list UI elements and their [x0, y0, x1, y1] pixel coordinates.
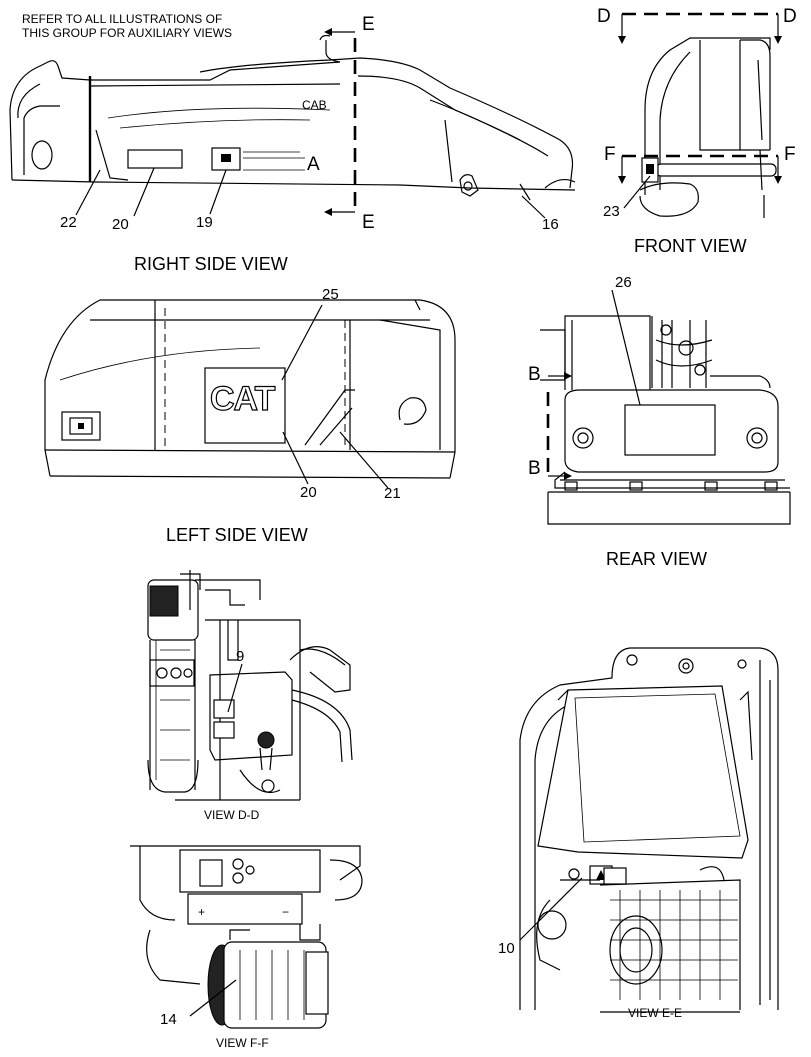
view-d-d-drawing [147, 570, 353, 801]
right-side-view-drawing [9, 28, 576, 219]
section-f-right: F [784, 144, 796, 165]
section-a: A [307, 154, 320, 175]
callout-14: 14 [160, 1011, 177, 1028]
callout-26: 26 [615, 274, 632, 291]
left-side-view-title: LEFT SIDE VIEW [166, 525, 308, 545]
cat-logo-decal: CAT [209, 379, 276, 418]
section-b-bottom: B [528, 458, 541, 479]
section-e-top: E [362, 14, 375, 35]
section-e-bottom: E [362, 212, 375, 233]
cab-label: CAB [302, 98, 327, 112]
front-view-drawing [618, 12, 782, 218]
section-b-top: B [528, 364, 541, 385]
front-view-title: FRONT VIEW [634, 236, 747, 256]
instruction-note: REFER TO ALL ILLUSTRATIONS OF THIS GROUP… [22, 12, 282, 40]
callout-10: 10 [498, 940, 515, 957]
note-line-1: REFER TO ALL ILLUSTRATIONS OF [22, 12, 223, 26]
minus-terminal-mark: − [282, 905, 289, 919]
right-side-view-title: RIGHT SIDE VIEW [134, 254, 288, 274]
callout-19: 19 [196, 214, 213, 231]
left-side-view-drawing [44, 299, 456, 489]
rear-view-drawing [540, 289, 791, 525]
section-d-left: D [597, 6, 611, 27]
note-line-2: THIS GROUP FOR AUXILIARY VIEWS [22, 26, 233, 40]
view-d-d-title: VIEW D-D [204, 808, 260, 822]
view-e-e-title: VIEW E-E [628, 1006, 683, 1020]
callout-16: 16 [542, 216, 559, 233]
callout-23: 23 [603, 203, 620, 220]
callout-21: 21 [384, 485, 401, 502]
callout-9: 9 [236, 648, 245, 665]
callout-25: 25 [322, 286, 339, 303]
view-f-f-drawing: + − [130, 845, 363, 1029]
section-d-right: D [783, 6, 797, 27]
callout-20-right: 20 [112, 216, 129, 233]
view-e-e-drawing [519, 647, 779, 1013]
callout-22: 22 [60, 214, 77, 231]
plus-terminal-mark: + [198, 905, 205, 919]
rear-view-title: REAR VIEW [606, 549, 708, 569]
callout-20-left: 20 [300, 484, 317, 501]
view-f-f-title: VIEW F-F [216, 1036, 269, 1050]
section-f-left: F [604, 144, 616, 165]
